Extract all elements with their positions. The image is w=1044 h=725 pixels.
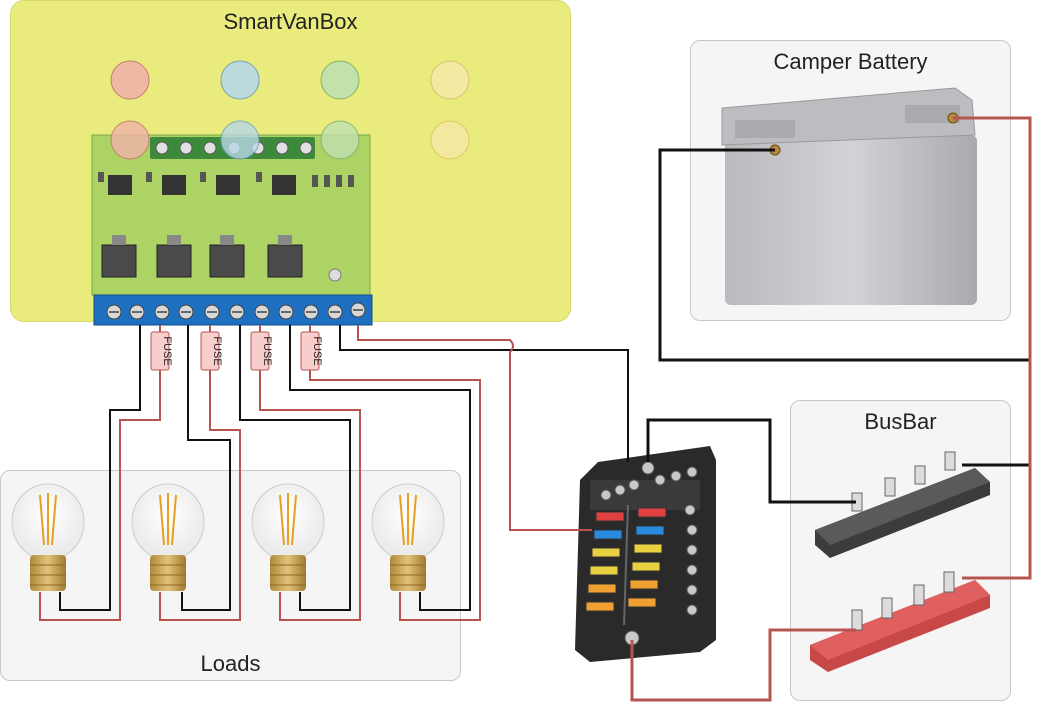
led-green-bottom — [320, 120, 360, 160]
supply-wires — [339, 325, 629, 531]
fuse-2-label: FUSE — [211, 336, 223, 365]
bulb-4 — [371, 483, 445, 591]
fuse-1-label: FUSE — [161, 336, 173, 365]
loads-title: Loads — [200, 651, 261, 676]
status-leds — [110, 60, 470, 160]
busbar-positive — [810, 571, 990, 672]
wire-bulb2-negative — [181, 325, 231, 611]
bulb-1 — [11, 483, 85, 591]
wire-bulb2-positive — [159, 370, 241, 621]
wire-bulb4-positive — [309, 370, 481, 621]
wire-bulb3-negative — [239, 325, 351, 611]
wire-battery-positive — [953, 116, 1032, 580]
wire-fusebox-negative — [646, 418, 856, 504]
led-red-bottom — [110, 120, 150, 160]
wire-bulb1-negative — [59, 325, 141, 611]
battery-title: Camper Battery — [773, 49, 928, 74]
led-green-top — [320, 60, 360, 100]
wire-bulb3-positive — [259, 370, 361, 621]
busbar-negative — [815, 451, 990, 558]
led-red-top — [110, 60, 150, 100]
inline-fuses: FUSE FUSE FUSE FUSE — [150, 331, 323, 371]
wire-bulb4-negative — [289, 325, 471, 611]
fuse-box — [575, 446, 716, 662]
fuse-4: FUSE — [300, 331, 323, 371]
wire-fusebox-positive — [630, 628, 856, 702]
main-wires — [630, 116, 1032, 702]
load-wires — [39, 325, 481, 621]
smartvanbox-title: SmartVanBox — [223, 9, 358, 34]
fuse-3-label: FUSE — [261, 336, 273, 365]
fuse-3: FUSE — [250, 331, 273, 371]
led-yellow-bottom — [430, 120, 470, 160]
wire-bulb1-positive — [39, 370, 161, 621]
wire-box-negative — [339, 325, 629, 462]
fuse-4-label: FUSE — [311, 336, 323, 365]
wire-box-positive — [357, 325, 592, 531]
battery-image — [721, 87, 977, 305]
busbar-title: BusBar — [864, 409, 937, 434]
bulb-3 — [251, 483, 325, 591]
led-yellow-top — [430, 60, 470, 100]
wire-battery-negative — [658, 148, 1032, 467]
fuse-1: FUSE — [150, 331, 173, 371]
fuse-2: FUSE — [200, 331, 223, 371]
terminal-block — [93, 294, 373, 326]
relay-board — [91, 134, 371, 296]
led-blue-bottom — [220, 120, 260, 160]
led-blue-top — [220, 60, 260, 100]
bulb-2 — [131, 483, 205, 591]
